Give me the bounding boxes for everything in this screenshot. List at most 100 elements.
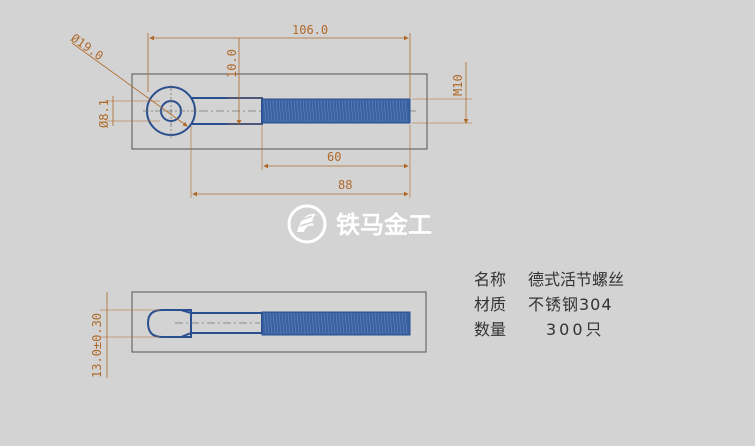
thread-ridge xyxy=(317,312,321,335)
spec-name-value: 德式活节螺丝 xyxy=(528,270,625,289)
thread-ridge xyxy=(341,99,345,123)
thread-ridge xyxy=(359,312,363,335)
thread-ridge xyxy=(353,99,357,123)
thread-ridge xyxy=(350,99,354,123)
thread-ridge xyxy=(296,312,300,335)
thread-ridge xyxy=(266,312,270,335)
spec-quantity-label: 数量 xyxy=(474,320,507,339)
thread-ridge xyxy=(395,312,399,335)
thread-ridge xyxy=(380,312,384,335)
thread-ridge xyxy=(329,312,333,335)
dim-head-thickness: 13.0±0.30 xyxy=(90,313,104,378)
thread-ridge xyxy=(311,99,315,123)
thread-ridge xyxy=(323,99,327,123)
thread-ridge xyxy=(344,312,348,335)
thread-ridge xyxy=(326,312,330,335)
watermark-text: 铁马金工 xyxy=(336,211,432,239)
thread-ridge xyxy=(314,99,318,123)
thread-ridge xyxy=(278,312,282,335)
thread-ridge xyxy=(395,99,399,123)
thread-ridge xyxy=(329,99,333,123)
thread-ridge xyxy=(299,99,303,123)
thread-ridge xyxy=(347,312,351,335)
thread-texture xyxy=(263,99,408,123)
dim-head-diameter: Ø19.0 xyxy=(68,31,106,63)
thread-ridge xyxy=(302,312,306,335)
thread-ridge xyxy=(299,312,303,335)
thread-ridge xyxy=(320,312,324,335)
thread-ridge xyxy=(269,99,273,123)
thread-ridge xyxy=(290,99,294,123)
thread-ridge xyxy=(335,99,339,123)
thread-ridge xyxy=(371,99,375,123)
thread-ridge xyxy=(335,312,339,335)
thread-ridge xyxy=(392,312,396,335)
spec-material-label: 材质 xyxy=(474,295,507,314)
thread-ridge xyxy=(362,312,366,335)
thread-ridge xyxy=(356,312,360,335)
dim-head-offset: 10.0 xyxy=(225,49,239,78)
thread-ridge xyxy=(404,312,408,335)
thread-ridge xyxy=(263,99,267,123)
dim-hole-diameter: Ø8.1 xyxy=(97,99,111,128)
thread-ridge xyxy=(275,99,279,123)
thread-ridge xyxy=(338,99,342,123)
thread-ridge xyxy=(302,99,306,123)
thread-ridge xyxy=(293,99,297,123)
side-shank-outline xyxy=(180,309,263,338)
thread-ridge xyxy=(371,312,375,335)
thread-ridge xyxy=(266,99,270,123)
thread-ridge xyxy=(365,312,369,335)
thread-ridge xyxy=(389,312,393,335)
thread-ridge xyxy=(398,99,402,123)
side-view-frame xyxy=(131,291,427,353)
dim-thread-length: 60 xyxy=(327,150,341,164)
thread-ridge xyxy=(377,312,381,335)
thread-ridge xyxy=(275,312,279,335)
thread-ridge xyxy=(284,312,288,335)
thread-ridge xyxy=(341,312,345,335)
thread-ridge xyxy=(377,99,381,123)
thread-ridge xyxy=(287,312,291,335)
thread-ridge xyxy=(374,99,378,123)
thread-ridge xyxy=(308,312,312,335)
thread-ridge xyxy=(281,99,285,123)
thread-ridge xyxy=(281,312,285,335)
dim-total-length: 106.0 xyxy=(292,23,328,37)
side-thread-body xyxy=(261,311,411,336)
thread-ridge xyxy=(365,99,369,123)
thread-ridge xyxy=(308,99,312,123)
thread-ridge xyxy=(383,312,387,335)
thread-ridge xyxy=(272,312,276,335)
dim-shank-length: 88 xyxy=(338,178,352,192)
thread-ridge xyxy=(362,99,366,123)
thread-ridge xyxy=(401,312,405,335)
thread-ridge xyxy=(350,312,354,335)
spec-quantity-value: 300只 xyxy=(546,320,605,339)
thread-ridge xyxy=(359,99,363,123)
thread-ridge xyxy=(296,99,300,123)
thread-ridge xyxy=(398,312,402,335)
thread-ridge xyxy=(368,99,372,123)
thread-ridge xyxy=(317,99,321,123)
thread-ridge xyxy=(404,99,408,123)
thread-ridge xyxy=(263,312,267,335)
thread-ridge xyxy=(287,99,291,123)
thread-ridge xyxy=(305,312,309,335)
top-view-frame xyxy=(131,73,428,150)
thread-ridge xyxy=(305,99,309,123)
side-head-outline xyxy=(146,309,192,338)
thread-ridge xyxy=(290,312,294,335)
thread-ridge xyxy=(386,99,390,123)
thread-ridge xyxy=(347,99,351,123)
side-thread-texture xyxy=(263,312,408,335)
thread-ridge xyxy=(374,312,378,335)
thread-ridge xyxy=(368,312,372,335)
thread-ridge xyxy=(392,99,396,123)
thread-ridge xyxy=(326,99,330,123)
dim-head-diameter-leader xyxy=(71,42,188,127)
thread-ridge xyxy=(344,99,348,123)
dim-thread-size: M10 xyxy=(451,74,465,96)
thread-ridge xyxy=(401,99,405,123)
